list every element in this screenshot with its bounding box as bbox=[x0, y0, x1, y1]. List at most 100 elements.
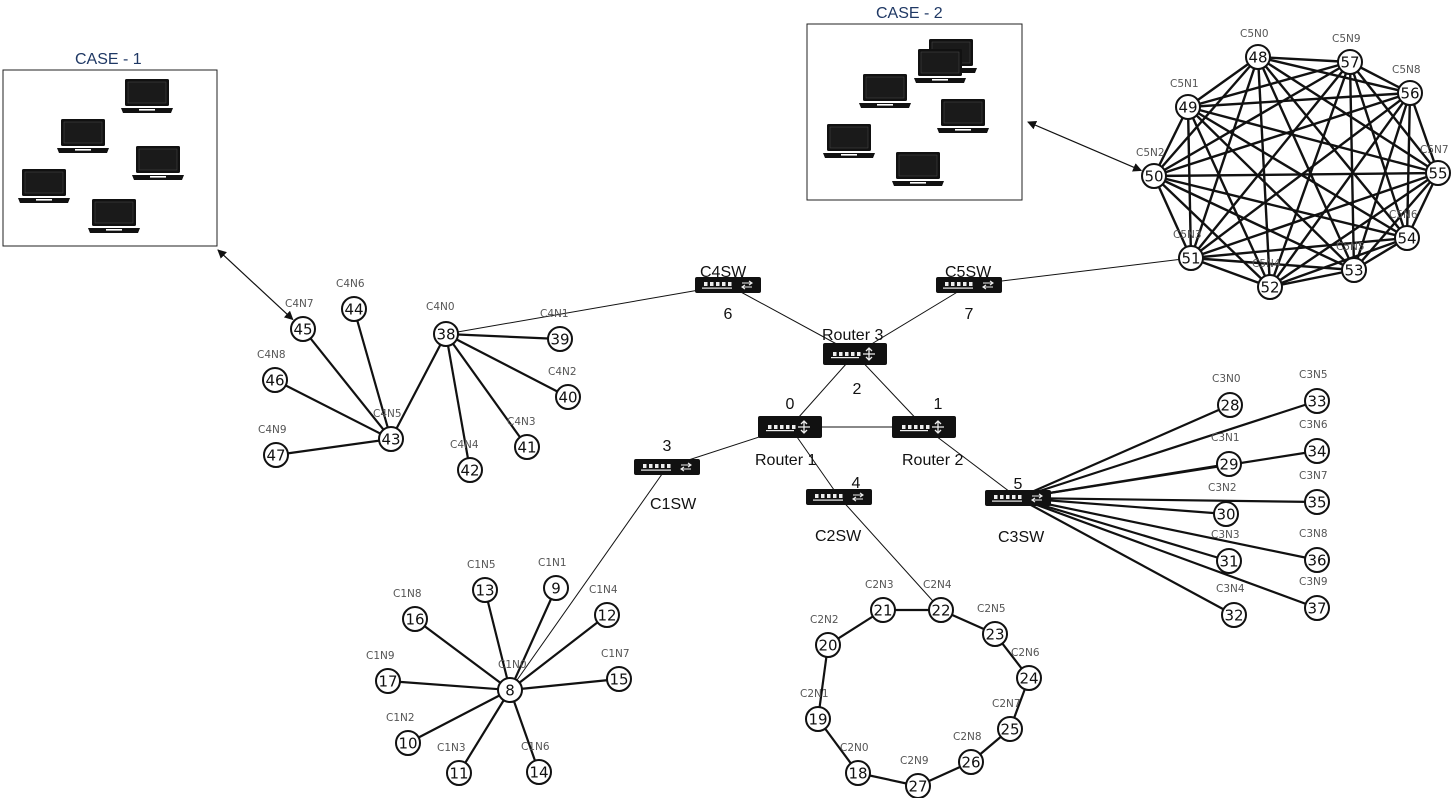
mesh-link-50-55 bbox=[1153, 171, 1439, 178]
node-circle bbox=[1213, 501, 1239, 527]
laptop-icon bbox=[132, 146, 184, 180]
device-label: C1SW bbox=[650, 496, 697, 513]
node-label: C3N7 bbox=[1299, 470, 1328, 482]
router-r2[interactable]: Router 21 bbox=[892, 396, 963, 469]
node-id: 43 bbox=[381, 431, 400, 449]
backbone-link-r2-r3 bbox=[854, 353, 925, 428]
cluster-link-c3sw-33 bbox=[1017, 399, 1318, 500]
node-label: C4N7 bbox=[285, 298, 314, 310]
host-node-54[interactable]: 54 C5N6 bbox=[1389, 209, 1420, 251]
router-r1[interactable]: Router 10 bbox=[755, 396, 822, 469]
mesh-link-48-51 bbox=[1189, 56, 1260, 259]
node-circle bbox=[815, 632, 841, 658]
laptop-icon bbox=[88, 199, 140, 233]
node-id: 11 bbox=[449, 765, 468, 783]
node-label: C1N3 bbox=[437, 742, 466, 754]
node-label: C2N2 bbox=[810, 614, 839, 626]
node-id: 29 bbox=[1219, 456, 1238, 474]
cluster-link-8-12 bbox=[509, 614, 608, 691]
node-id: 54 bbox=[1397, 230, 1416, 248]
node-label: C5N6 bbox=[1389, 209, 1418, 221]
router-r3[interactable]: Router 32 bbox=[822, 327, 887, 398]
cluster-link-c3sw-32 bbox=[1017, 497, 1235, 616]
node-id: 35 bbox=[1307, 494, 1326, 512]
cluster-link-c3sw-30 bbox=[1017, 496, 1227, 516]
node-id: 22 bbox=[931, 602, 950, 620]
node-circle bbox=[1341, 257, 1367, 283]
node-label: C5N3 bbox=[1173, 229, 1202, 241]
node-label: C4N8 bbox=[257, 349, 286, 361]
case-arrow-case1 bbox=[217, 249, 294, 321]
node-id: 25 bbox=[1000, 721, 1019, 739]
node-id: 9 bbox=[551, 580, 561, 598]
cluster-link-38-40 bbox=[445, 333, 569, 398]
cluster-link-c3sw-34 bbox=[1017, 449, 1318, 500]
host-node-11[interactable]: 11 C1N3 bbox=[437, 742, 472, 786]
node-label: C3N0 bbox=[1212, 373, 1241, 385]
node-circle bbox=[402, 606, 428, 632]
node-label: C5N7 bbox=[1420, 144, 1449, 156]
device-number: 0 bbox=[786, 396, 795, 413]
node-circle bbox=[805, 706, 831, 732]
mesh-link-51-56 bbox=[1190, 92, 1411, 259]
node-circle bbox=[433, 321, 459, 347]
host-node-35[interactable]: 35 C3N7 bbox=[1299, 470, 1330, 515]
node-id: 12 bbox=[597, 607, 616, 625]
node-circle bbox=[1221, 602, 1247, 628]
laptop-icon bbox=[892, 152, 944, 186]
mesh-link-52-57 bbox=[1268, 61, 1352, 288]
